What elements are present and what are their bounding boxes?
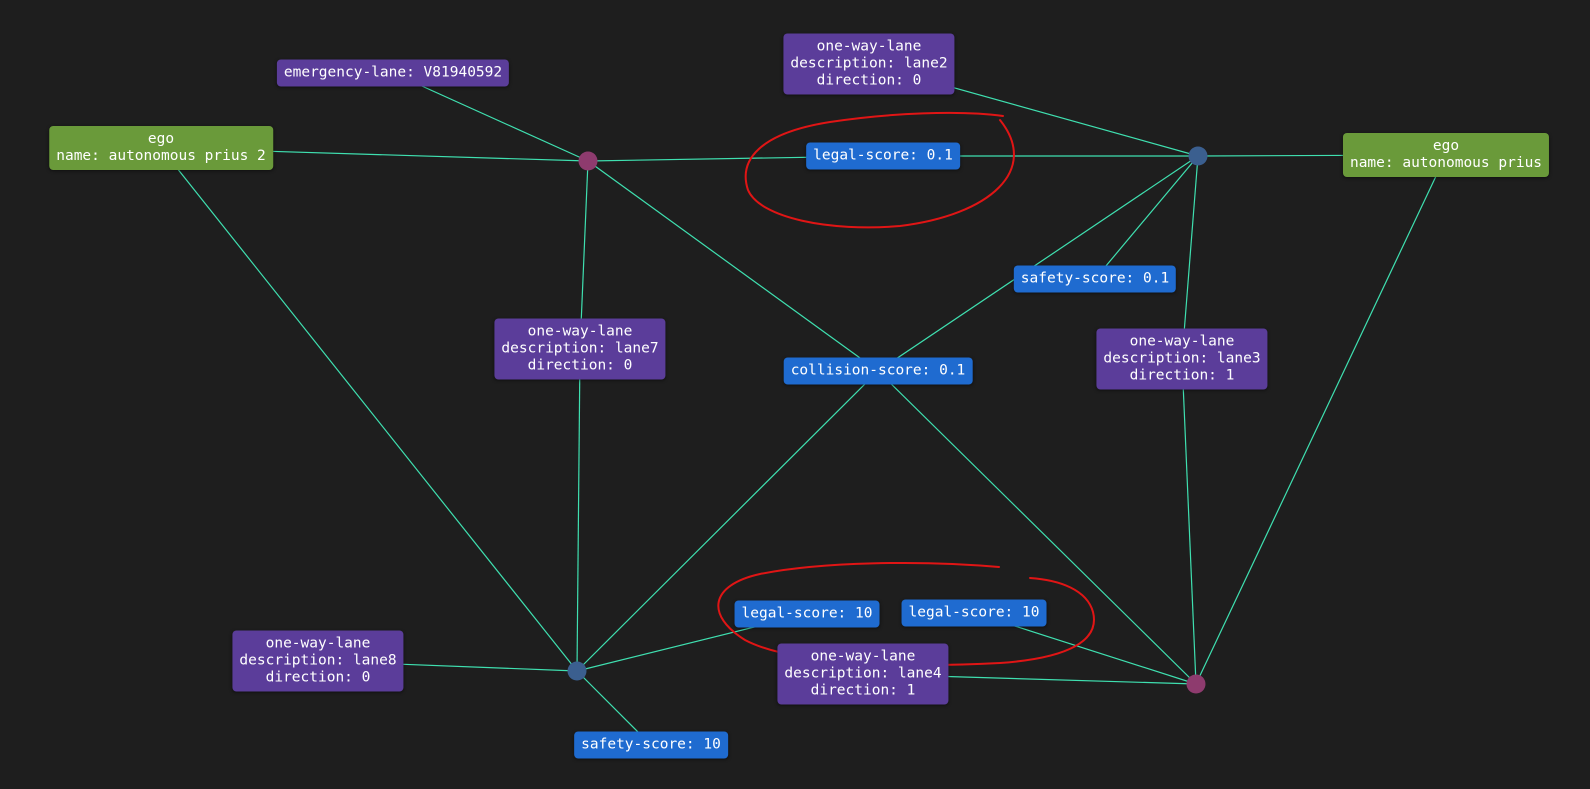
safety-score-node-top[interactable]: safety-score: 0.1 [1013, 265, 1177, 293]
node-label-line: safety-score: 10 [581, 736, 721, 753]
node-label-line: legal-score: 0.1 [813, 147, 953, 164]
edge-lane7-j3 [576, 348, 581, 672]
edge-emergency_lane-j1 [392, 72, 589, 162]
one-way-lane-node-lane3[interactable]: one-way-lane description: lane3 directio… [1096, 328, 1268, 390]
edge-j1-collision [587, 160, 879, 372]
node-label-line: description: lane2 [790, 55, 948, 72]
safety-score-node-bottom[interactable]: safety-score: 10 [574, 731, 728, 759]
emergency-lane-node[interactable]: emergency-lane: V81940592 [276, 59, 510, 87]
edge-collision-j4 [877, 370, 1197, 685]
one-way-lane-node-lane8[interactable]: one-way-lane description: lane8 directio… [232, 630, 404, 692]
node-label-line: one-way-lane [527, 323, 633, 340]
node-label-line: direction: 1 [1129, 367, 1235, 384]
ego-node-autonomous-prius-2[interactable]: ego name: autonomous prius 2 [49, 126, 273, 170]
node-label-line: description: lane4 [784, 665, 942, 682]
legal-score-node-bottom-left[interactable]: legal-score: 10 [734, 600, 880, 628]
node-label-line: description: lane3 [1103, 350, 1261, 367]
node-label-line: one-way-lane [1129, 333, 1235, 350]
node-label-line: safety-score: 0.1 [1020, 270, 1170, 287]
junction-node-bottom-right[interactable] [1186, 674, 1206, 694]
one-way-lane-node-lane4[interactable]: one-way-lane description: lane4 directio… [777, 643, 949, 705]
junction-node-bottom-left[interactable] [567, 661, 587, 681]
node-label-line: one-way-lane [265, 635, 371, 652]
node-label-line: one-way-lane [810, 648, 916, 665]
node-label-line: direction: 0 [265, 669, 371, 686]
ego-node-autonomous-prius[interactable]: ego name: autonomous prius [1342, 133, 1550, 177]
edge-collision-j3 [576, 370, 879, 672]
node-label-line: direction: 0 [527, 357, 633, 374]
node-label-line: name: autonomous prius 2 [56, 148, 266, 164]
edge-j2-safety_top [1094, 155, 1199, 280]
junction-node-top-left[interactable] [578, 151, 598, 171]
node-label-line: direction: 0 [816, 72, 922, 89]
node-label-line: one-way-lane [816, 38, 922, 55]
edge-j2-lane3 [1181, 155, 1199, 360]
node-label-line: collision-score: 0.1 [790, 362, 966, 379]
one-way-lane-node-lane2[interactable]: one-way-lane description: lane2 directio… [783, 33, 955, 95]
edge-j2-collision [877, 155, 1199, 372]
edge-ego_right-j4 [1195, 154, 1447, 685]
node-label-line: legal-score: 10 [741, 605, 873, 622]
legal-score-node-top[interactable]: legal-score: 0.1 [806, 142, 960, 170]
node-label-line: description: lane7 [501, 340, 659, 357]
node-label-line: description: lane8 [239, 652, 397, 669]
edge-lane3-j4 [1181, 358, 1197, 685]
collision-score-node[interactable]: collision-score: 0.1 [783, 357, 973, 385]
legal-score-node-bottom-right[interactable]: legal-score: 10 [901, 599, 1047, 627]
junction-node-top-right[interactable] [1188, 146, 1208, 166]
edge-ego_left-j3 [160, 147, 578, 672]
node-label-line: ego [147, 131, 175, 147]
node-label-line: legal-score: 10 [908, 604, 1040, 621]
one-way-lane-node-lane7[interactable]: one-way-lane description: lane7 directio… [494, 318, 666, 380]
node-label-line: emergency-lane: V81940592 [283, 64, 503, 81]
edge-j1-lane7 [579, 160, 589, 350]
node-label-line: ego [1432, 138, 1460, 154]
node-label-line: name: autonomous prius [1349, 155, 1543, 171]
annotation-circle-top [744, 111, 1015, 229]
node-label-line: direction: 1 [810, 682, 916, 699]
